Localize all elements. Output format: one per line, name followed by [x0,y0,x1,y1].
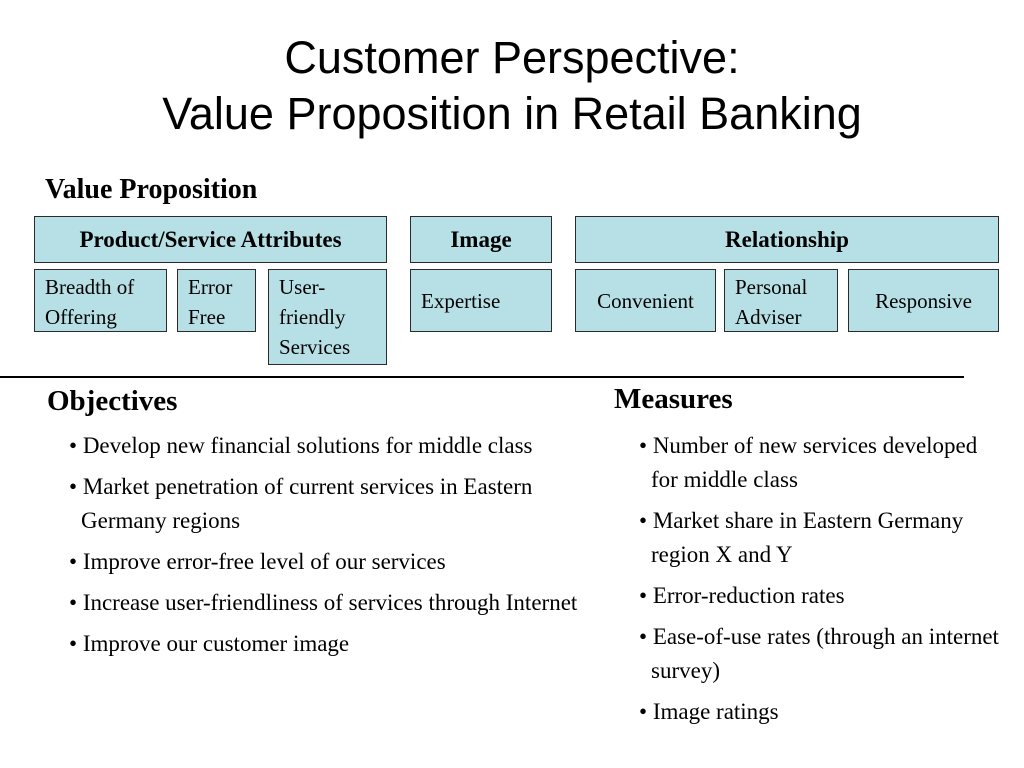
value-proposition-heading: Value Proposition [45,174,258,205]
objective-item: Develop new financial solutions for midd… [62,429,602,463]
slide-title: Customer Perspective: Value Proposition … [0,30,1024,142]
title-line-2: Value Proposition in Retail Banking [162,88,862,139]
objective-item: Improve our customer image [62,627,602,661]
measure-item: Ease-of-use rates (through an internet s… [632,620,1002,688]
category-label: Product/Service Attributes [79,226,342,252]
attribute-expertise: Expertise [410,269,552,332]
objectives-heading: Objectives [47,385,178,417]
measure-item: Number of new services developed for mid… [632,429,1002,497]
attribute-responsive: Responsive [848,269,999,332]
category-product-service-attributes: Product/Service Attributes [34,216,387,263]
measure-item: Image ratings [632,695,1002,729]
attribute-error-free: Error Free [177,269,256,332]
measure-item: Error-reduction rates [632,579,1002,613]
category-label: Relationship [725,226,849,252]
objective-item: Market penetration of current services i… [62,470,602,538]
measures-heading: Measures [614,383,733,415]
attribute-convenient: Convenient [575,269,716,332]
category-relationship: Relationship [575,216,999,263]
attribute-personal-adviser: Personal Adviser [724,269,838,332]
category-image: Image [410,216,552,263]
measure-item: Market share in Eastern Germany region X… [632,504,1002,572]
attribute-user-friendly-services: User-friendly Services [268,269,387,365]
category-label: Image [450,226,512,252]
attribute-breadth-of-offering: Breadth of Offering [34,269,167,332]
measures-list: Number of new services developed for mid… [632,429,1002,736]
objectives-list: Develop new financial solutions for midd… [62,429,602,668]
objective-item: Increase user-friendliness of services t… [62,586,602,620]
section-divider [0,376,964,378]
objective-item: Improve error-free level of our services [62,545,602,579]
title-line-1: Customer Perspective: [284,32,740,83]
